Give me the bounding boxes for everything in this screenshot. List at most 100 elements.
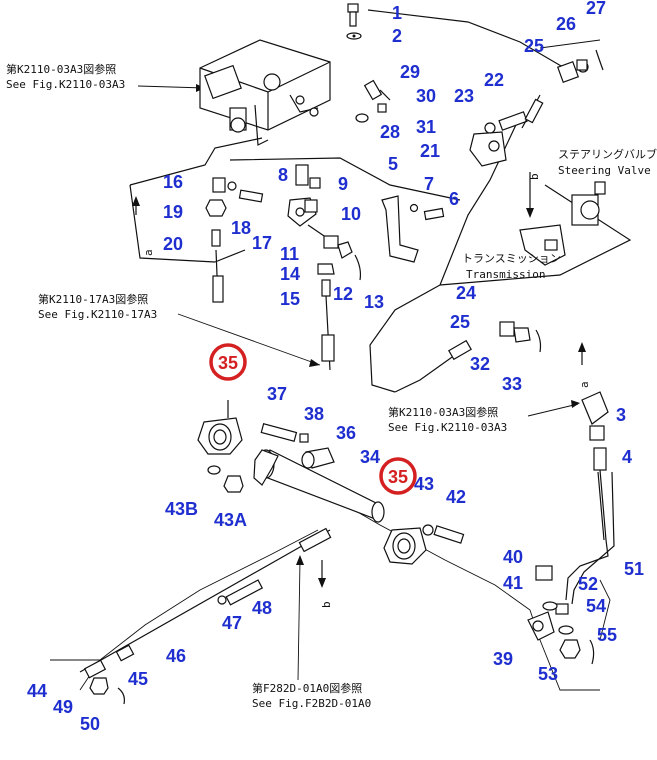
arrow-letter-b-bottom: b xyxy=(320,601,333,608)
callout: 43A xyxy=(214,510,247,530)
bearing-35-right xyxy=(383,524,465,565)
callout: 13 xyxy=(364,292,384,312)
reference-en: See Fig.F2B2D-01A0 xyxy=(252,697,371,710)
callout-numbers: 1 2 3 4 5 6 7 8 9 10 11 12 13 14 15 16 1… xyxy=(27,0,644,734)
reference-note-4: 第F282D-01A0図参照 See Fig.F2B2D-01A0 xyxy=(252,681,371,710)
callout: 46 xyxy=(166,646,186,666)
callout: 27 xyxy=(586,0,606,18)
steering-valve-label-jp: ステアリングバルブ xyxy=(558,147,657,161)
highlight-callout-35-right: 35 xyxy=(379,457,417,495)
parts-52-55 xyxy=(555,603,595,665)
reference-jp: 第K2110-17A3図参照 xyxy=(38,292,148,306)
callout: 40 xyxy=(503,547,523,567)
callout: 55 xyxy=(597,625,617,645)
callout: 20 xyxy=(163,234,183,254)
callout: 24 xyxy=(456,283,476,303)
control-box-assembly xyxy=(199,39,331,146)
callout: 18 xyxy=(231,218,251,238)
shaft-34 xyxy=(253,449,385,523)
reference-en: See Fig.K2110-03A3 xyxy=(388,421,507,434)
callout: 1 xyxy=(392,3,402,23)
frame-lines xyxy=(50,9,632,691)
bolt-1-2 xyxy=(346,3,362,40)
callout: 43 xyxy=(414,474,434,494)
parts-39-41 xyxy=(527,565,558,641)
arrow-letter-a-right: a xyxy=(578,381,591,388)
callout: 3 xyxy=(616,405,626,425)
linkage-16-20 xyxy=(205,177,264,303)
bearing-35-left xyxy=(197,400,244,493)
callout: 33 xyxy=(502,374,522,394)
callout: 51 xyxy=(624,559,644,579)
callout: 2 xyxy=(392,26,402,46)
rod-end-25-26-27 xyxy=(556,49,604,84)
callout: 25 xyxy=(450,312,470,332)
steering-valve xyxy=(519,181,606,266)
reference-en: See Fig.K2110-17A3 xyxy=(38,308,157,321)
highlight-callout-35-left: 35 xyxy=(209,343,247,381)
parts-36-38 xyxy=(260,423,335,469)
cable-24 xyxy=(521,94,544,129)
callout: 52 xyxy=(578,574,598,594)
callout: 4 xyxy=(622,447,632,467)
callout: 25 xyxy=(524,36,544,56)
reference-jp: 第K2110-03A3図参照 xyxy=(6,62,116,76)
callout: 6 xyxy=(449,189,459,209)
arrow-letter-b-top: b xyxy=(528,173,541,180)
bracket-5 xyxy=(381,195,445,263)
callout: 47 xyxy=(222,613,242,633)
arrow-letter-a-left: a xyxy=(142,249,155,256)
direction-arrows xyxy=(132,172,586,588)
callout: 32 xyxy=(470,354,490,374)
callout: 30 xyxy=(416,86,436,106)
callout: 23 xyxy=(454,86,474,106)
callout: 44 xyxy=(27,681,47,701)
callout: 22 xyxy=(484,70,504,90)
reference-note-2: 第K2110-17A3図参照 See Fig.K2110-17A3 xyxy=(38,292,157,321)
callout: 54 xyxy=(586,596,606,616)
callout: 34 xyxy=(360,447,380,467)
callout: 43B xyxy=(165,499,198,519)
callout: 17 xyxy=(252,233,272,253)
callout: 37 xyxy=(267,384,287,404)
linkage-8-15 xyxy=(287,164,362,371)
callout: 48 xyxy=(252,598,272,618)
bracket-21-23 xyxy=(469,111,528,167)
callout: 21 xyxy=(420,141,440,161)
callout: 53 xyxy=(538,664,558,684)
callout: 26 xyxy=(556,14,576,34)
callout: 15 xyxy=(280,289,300,309)
reference-note-3: 第K2110-03A3図参照 See Fig.K2110-03A3 xyxy=(388,405,507,434)
callout: 19 xyxy=(163,202,183,222)
callout: 36 xyxy=(336,423,356,443)
reference-en: See Fig.K2110-03A3 xyxy=(6,78,125,91)
callout: 38 xyxy=(304,404,324,424)
callout: 31 xyxy=(416,117,436,137)
rod-end-lower xyxy=(448,321,542,361)
callout: 42 xyxy=(446,487,466,507)
callout: 49 xyxy=(53,697,73,717)
callout: 12 xyxy=(333,284,353,304)
callout: 7 xyxy=(424,174,434,194)
reference-note-1: 第K2110-03A3図参照 See Fig.K2110-03A3 xyxy=(6,62,125,91)
callout: 28 xyxy=(380,122,400,142)
transmission-label-jp: トランスミッション xyxy=(462,252,561,265)
callout: 9 xyxy=(338,174,348,194)
transmission-label-en: Transmission xyxy=(466,268,545,281)
callout: 45 xyxy=(128,669,148,689)
steering-valve-label-en: Steering Valve xyxy=(558,164,651,177)
callout: 50 xyxy=(80,714,100,734)
callout: 5 xyxy=(388,154,398,174)
rod-51 xyxy=(565,391,615,605)
reference-jp: 第K2110-03A3図参照 xyxy=(388,405,498,419)
callout: 8 xyxy=(278,165,288,185)
pin-parts-28-31 xyxy=(355,79,391,123)
callout: 39 xyxy=(493,649,513,669)
highlight-label: 35 xyxy=(218,353,238,373)
callout: 41 xyxy=(503,573,523,593)
highlight-label: 35 xyxy=(388,467,408,487)
reference-jp: 第F282D-01A0図参照 xyxy=(252,681,362,695)
callout: 29 xyxy=(400,62,420,82)
